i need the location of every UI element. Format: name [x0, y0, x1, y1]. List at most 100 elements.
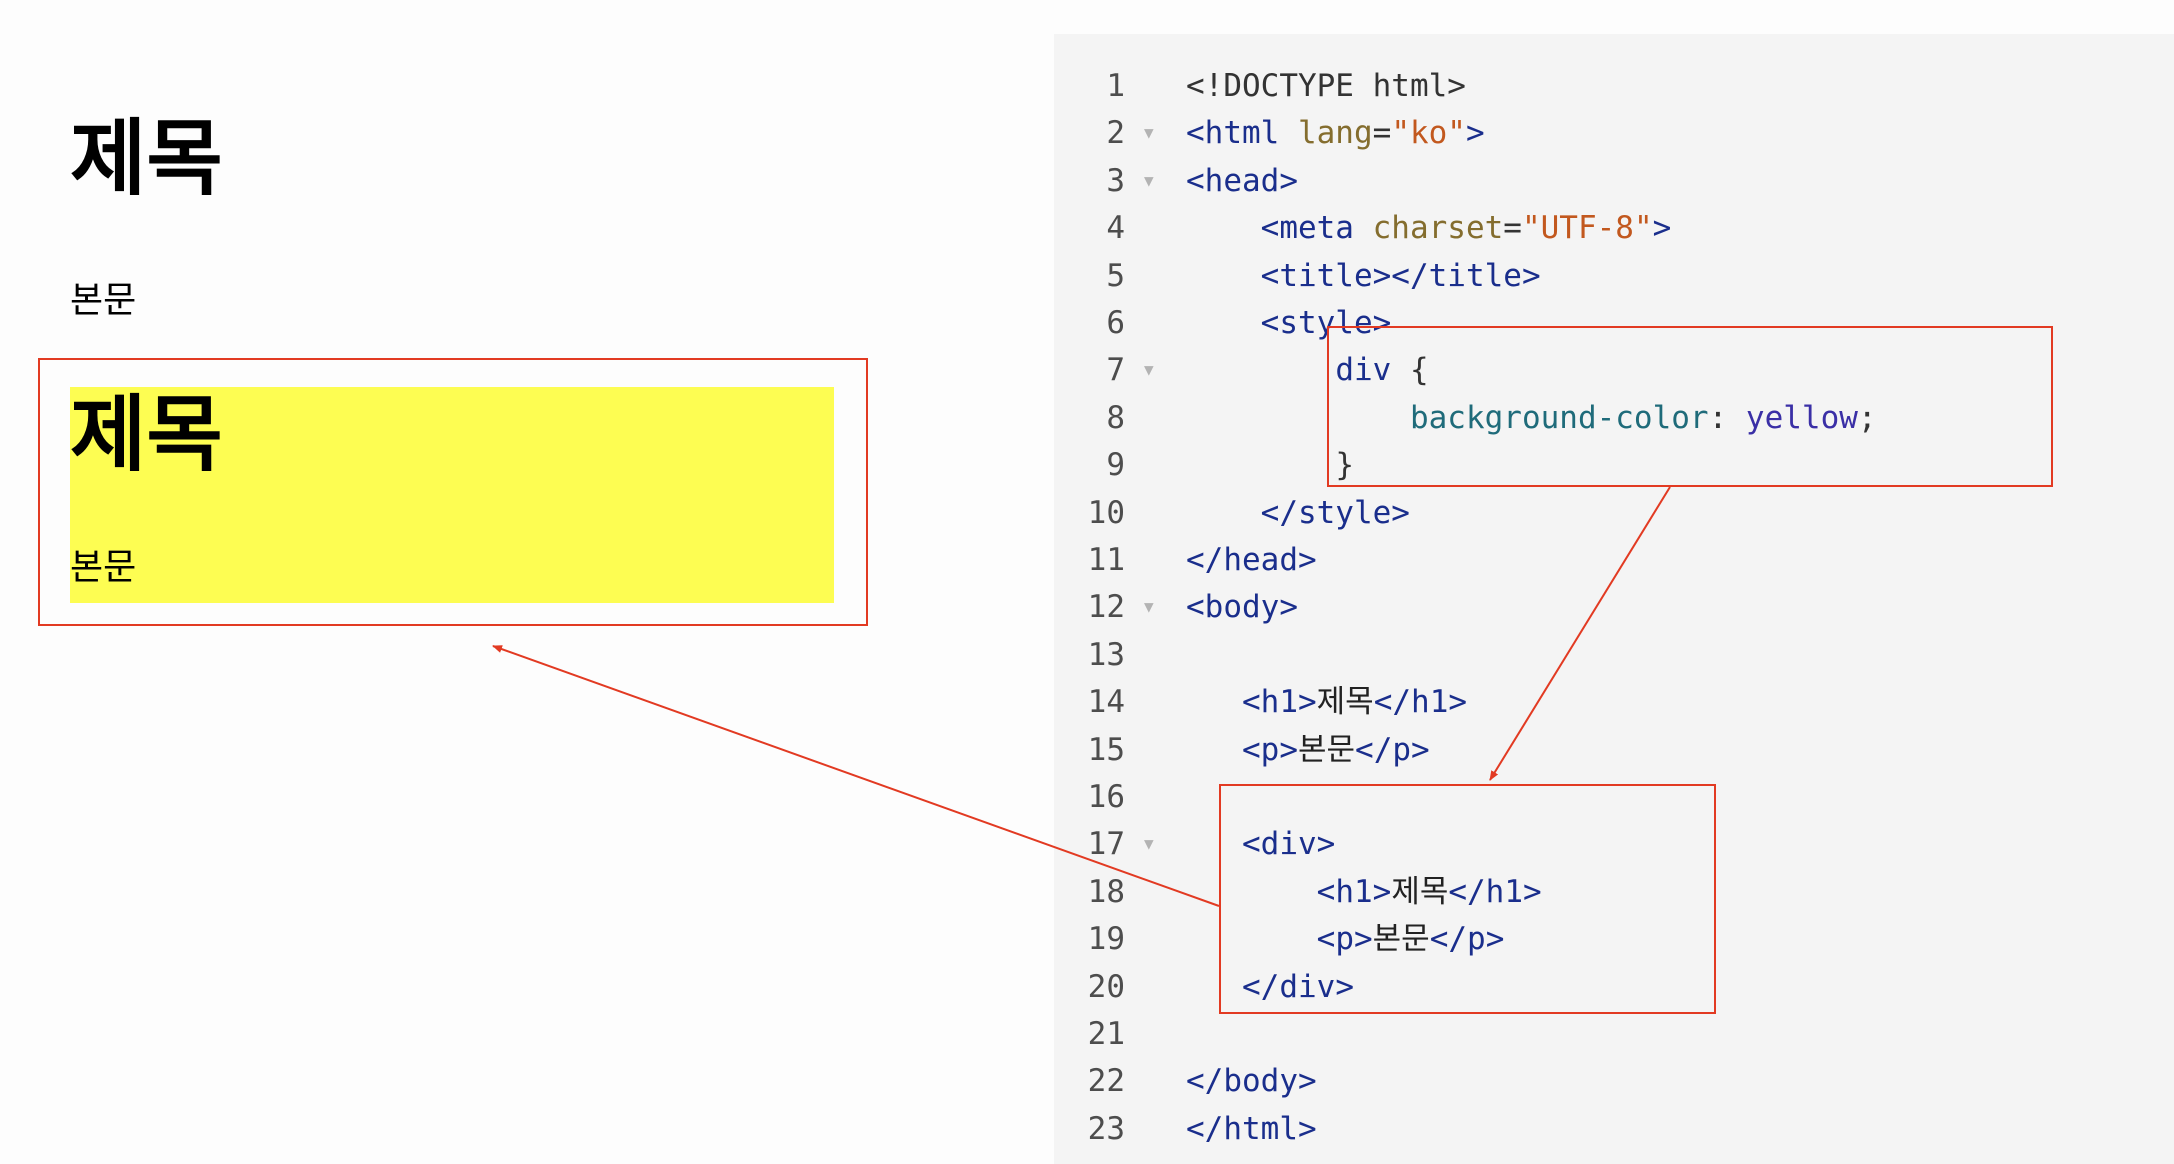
code-token: { [1391, 352, 1429, 389]
line-number: 23 [1087, 1110, 1125, 1147]
code-text: <meta charset="UTF-8"> [1186, 204, 1672, 252]
code-text: </body> [1186, 1057, 1317, 1105]
code-token: yellow [1745, 399, 1858, 436]
code-line: 8 background-color: yellow; [1054, 394, 2174, 442]
code-text: </div> [1186, 963, 1354, 1011]
line-number: 17 [1087, 826, 1125, 863]
code-line: 6 <style> [1054, 299, 2174, 347]
line-number: 10 [1087, 494, 1125, 531]
fold-triangle-icon[interactable]: ▼ [1144, 834, 1154, 854]
code-token: <!DOCTYPE html> [1186, 68, 1466, 104]
code-text: </html> [1186, 1105, 1317, 1153]
code-token: </html> [1186, 1110, 1317, 1147]
code-line: 11</head> [1054, 536, 2174, 584]
code-token: </body> [1186, 1063, 1317, 1100]
code-line: 20 </div> [1054, 963, 2174, 1011]
line-number: 2 [1106, 115, 1125, 152]
code-line: 13 [1054, 631, 2174, 679]
preview-highlight-box [38, 358, 868, 626]
code-text: <head> [1186, 157, 1298, 205]
style-rule-highlight-box [1327, 326, 2053, 487]
code-token: : [1708, 399, 1746, 436]
code-token: <style> [1260, 305, 1392, 341]
code-token: <p> [1316, 921, 1373, 958]
code-line: 7▼ div { [1054, 346, 2174, 394]
code-text: <p>본문</p> [1186, 726, 1430, 774]
line-number: 18 [1087, 873, 1125, 910]
code-line: 15 <p>본문</p> [1054, 726, 2174, 774]
code-token: </h1> [1448, 873, 1542, 910]
code-line: 21 [1054, 1010, 2174, 1058]
line-number: 3 [1106, 162, 1125, 199]
code-token: </h1> [1373, 684, 1468, 721]
code-token: 제목 [1391, 873, 1449, 910]
code-line: 5 <title></title> [1054, 252, 2174, 300]
code-line: 1<!DOCTYPE html> [1054, 62, 2174, 110]
code-token: <div> [1242, 826, 1336, 863]
line-number: 14 [1087, 684, 1125, 721]
line-number: 7 [1106, 352, 1125, 389]
code-token: = [1372, 115, 1392, 152]
code-text: <html lang="ko"> [1186, 109, 1485, 157]
code-text: <h1>제목</h1> [1186, 868, 1542, 916]
code-line: 3 ▼ <head> [1054, 157, 2174, 205]
code-token: charset [1372, 210, 1504, 247]
code-token: </style> [1260, 494, 1410, 531]
code-token [1186, 495, 1261, 531]
code-token: } [1335, 447, 1354, 484]
line-number: 9 [1106, 447, 1125, 484]
code-token: "UTF-8" [1521, 210, 1653, 247]
code-token: </div> [1242, 968, 1354, 1005]
code-token: <meta [1260, 210, 1373, 247]
code-line: 9 } [1054, 441, 2174, 489]
line-number: 15 [1087, 731, 1125, 768]
code-token [1186, 210, 1261, 246]
fold-triangle-icon[interactable]: ▼ [1144, 123, 1154, 143]
code-token: "ko" [1391, 115, 1466, 152]
code-token: background-color [1409, 399, 1709, 436]
code-editor[interactable]: 1<!DOCTYPE html> 2 ▼ <html lang="ko"> 3 ▼ <hea… [1054, 34, 2174, 1164]
code-token: > [1652, 210, 1672, 247]
fold-triangle-icon[interactable]: ▼ [1144, 597, 1154, 617]
code-token: <title></title> [1260, 257, 1541, 294]
preview-yellow-div: 제목 본문 [70, 387, 834, 603]
line-number: 20 [1087, 968, 1125, 1005]
code-token: > [1465, 115, 1485, 152]
code-text: <!DOCTYPE html> [1186, 62, 1466, 110]
code-line: 19 <p>본문</p> [1054, 915, 2174, 963]
line-number: 21 [1087, 1016, 1125, 1052]
code-text: <body> [1186, 583, 1298, 631]
code-token: ; [1857, 399, 1877, 436]
code-line: 23 </html> [1054, 1105, 2174, 1153]
fold-triangle-icon[interactable]: ▼ [1144, 360, 1154, 380]
code-text: <div> [1186, 820, 1335, 868]
div-markup-highlight-box [1219, 784, 1716, 1014]
code-token: lang [1297, 115, 1373, 152]
code-line: 2 ▼ <html lang="ko"> [1054, 109, 2174, 157]
line-number: 8 [1106, 399, 1125, 436]
code-text: </style> [1186, 489, 1410, 537]
fold-triangle-icon[interactable]: ▼ [1144, 170, 1154, 190]
code-token: 제목 [1316, 684, 1374, 721]
code-token [1186, 305, 1261, 341]
code-text: background-color: yellow; [1186, 394, 1877, 442]
code-token: <p> [1242, 731, 1298, 768]
code-token: = [1503, 210, 1522, 247]
code-text: } [1186, 441, 1354, 489]
code-token: <head> [1186, 162, 1298, 199]
code-text: <p>본문</p> [1186, 915, 1505, 963]
code-token: <h1> [1316, 873, 1392, 910]
code-token: <body> [1186, 589, 1298, 626]
code-line: 14 <h1>제목</h1> [1054, 678, 2174, 726]
preview-paragraph: 본문 [70, 280, 137, 321]
line-number: 4 [1106, 210, 1125, 247]
code-token: 본문 [1372, 921, 1430, 958]
code-token: </p> [1429, 921, 1505, 958]
line-number: 19 [1087, 921, 1125, 958]
line-number: 16 [1087, 779, 1125, 815]
code-token: </p> [1355, 731, 1430, 768]
code-token: <h1> [1242, 684, 1317, 721]
code-line: 22</body> [1054, 1057, 2174, 1105]
line-number: 13 [1087, 636, 1125, 673]
preview-div-paragraph: 본문 [70, 547, 137, 588]
